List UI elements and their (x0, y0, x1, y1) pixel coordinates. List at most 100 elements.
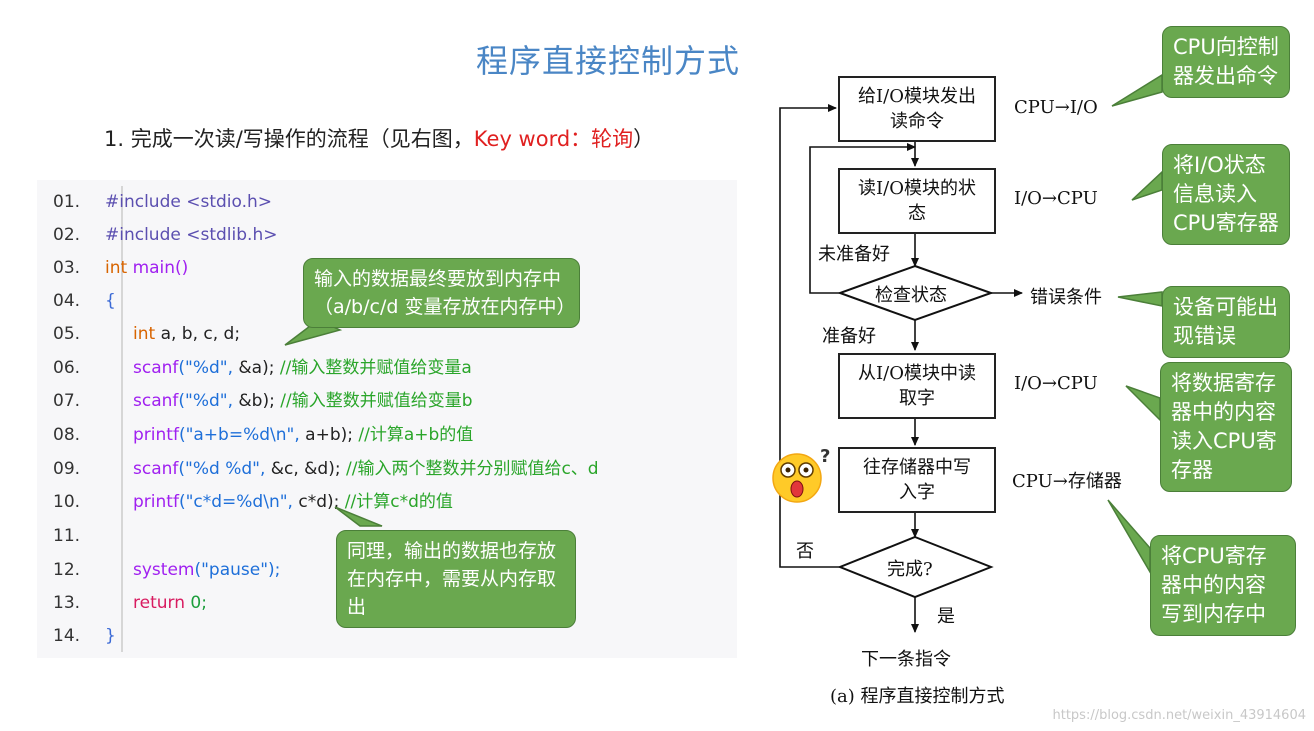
flow-box-text: 读I/O模块的状态 (858, 178, 976, 224)
code-function: scanf (133, 358, 179, 378)
code-comment: //输入整数并赋值给变量a (279, 358, 472, 378)
code-text: int a, b, c, d; (133, 318, 240, 351)
callout-input-memory: 输入的数据最终要放到内存中（a/b/c/d 变量存放在内存中） (303, 258, 580, 328)
code-plain: &a); (238, 358, 280, 378)
subtitle-keyword: Key word：轮询 (473, 127, 634, 151)
code-number: 0; (184, 593, 207, 613)
callout-data-to-cpu: 将数据寄存器中的内容读入CPU寄存器 (1160, 362, 1292, 492)
code-string: ("pause"); (194, 560, 281, 580)
line-number: 03. (53, 258, 81, 278)
code-text: #include <stdlib.h> (105, 225, 278, 245)
line-number: 08. (53, 425, 81, 445)
callout-cpu-command: CPU向控制器发出命令 (1162, 26, 1290, 98)
flow-box-write-memory: 往存储器中写入字 (838, 447, 996, 513)
code-line-6: 06. scanf("%d", &a); //输入整数并赋值给变量a (37, 352, 737, 385)
svg-text:?: ? (820, 446, 830, 467)
decision-done-label: 完成? (887, 559, 933, 580)
page-title: 程序直接控制方式 (476, 42, 741, 80)
code-gutter (121, 186, 123, 652)
code-text: #include <stdio.h> (105, 192, 273, 212)
label-cpu-to-memory: CPU→存储器 (1012, 471, 1122, 492)
code-text: printf("c*d=%d\n", c*d); //计算c*d的值 (133, 486, 453, 519)
code-line-7: 07. scanf("%d", &b); //输入整数并赋值给变量b (37, 385, 737, 418)
line-number: 10. (53, 492, 81, 512)
code-line-14: 14. } (37, 620, 737, 653)
code-text: printf("a+b=%d\n", a+b); //计算a+b的值 (133, 419, 473, 452)
code-line-2: 02. #include <stdlib.h> (37, 219, 737, 252)
line-number: 04. (53, 291, 81, 311)
line-number: 06. (53, 358, 81, 378)
code-line-9: 09. scanf("%d %d", &c, &d); //输入两个整数并分别赋… (37, 453, 737, 486)
line-number: 02. (53, 225, 81, 245)
subtitle-prefix: 1. 完成一次读/写操作的流程（见右图， (104, 127, 474, 151)
label-io-to-cpu-word: I/O→CPU (1014, 373, 1098, 394)
callout-device-error: 设备可能出现错误 (1162, 286, 1290, 358)
code-function: printf (133, 425, 179, 445)
label-ready: 准备好 (822, 326, 876, 347)
subtitle: 1. 完成一次读/写操作的流程（见右图，Key word：轮询） (104, 123, 654, 153)
label-next-instruction: 下一条指令 (861, 649, 951, 670)
code-text: int main() (105, 252, 188, 285)
code-plain: &c, &d); (270, 459, 346, 479)
code-text: scanf("%d", &a); //输入整数并赋值给变量a (133, 352, 472, 385)
surprised-emoji-icon: ? (772, 446, 830, 503)
decision-check-status (837, 264, 994, 322)
flow-box-text: 从I/O模块中读取字 (858, 363, 976, 409)
line-number: 07. (53, 391, 81, 411)
label-error-condition: 错误条件 (1030, 287, 1102, 308)
code-string: ("a+b=%d\n", (178, 425, 306, 445)
code-comment: //输入两个整数并分别赋值给c、d (346, 459, 599, 479)
code-line-5: 05. int a, b, c, d; (37, 318, 737, 351)
code-line-8: 08. printf("a+b=%d\n", a+b); //计算a+b的值 (37, 419, 737, 452)
label-cpu-to-io: CPU→I/O (1014, 97, 1098, 118)
line-number: 09. (53, 459, 81, 479)
arrow-no-loop (779, 104, 840, 568)
code-string: ("%d", (178, 391, 239, 411)
code-string: ("c*d=%d\n", (178, 492, 299, 512)
code-line-3: 03. int main() (37, 252, 737, 285)
code-text: } (105, 626, 116, 646)
decision-check-status-label: 检查状态 (875, 285, 947, 306)
pointer-device-error (1117, 291, 1163, 307)
code-keyword: int (133, 324, 156, 344)
code-plain: a, b, c, d; (155, 324, 241, 344)
label-yes: 是 (937, 606, 955, 627)
line-number: 14. (53, 626, 81, 646)
pointer-read-status (1131, 170, 1163, 201)
code-function: scanf (133, 459, 179, 479)
flow-box-text: 往存储器中写入字 (863, 457, 971, 503)
arrow-not-ready-loop (809, 143, 916, 294)
code-comment: //计算c*d的值 (344, 492, 453, 512)
code-text: system("pause"); (133, 554, 280, 587)
code-text: { (105, 291, 116, 311)
code-line-11: 11. (37, 520, 737, 553)
code-text: scanf("%d %d", &c, &d); //输入两个整数并分别赋值给c、… (133, 453, 599, 486)
line-number: 01. (53, 192, 81, 212)
label-no: 否 (796, 541, 814, 562)
pointer-output-memory (334, 506, 383, 527)
decision-done (837, 535, 994, 599)
subtitle-suffix: ） (633, 127, 655, 151)
callout-output-memory: 同理，输出的数据也存放在内存中，需要从内存取出 (336, 530, 576, 628)
pointer-cpu-command (1111, 73, 1163, 107)
code-string: ("%d", (178, 358, 239, 378)
code-function: printf (133, 492, 179, 512)
callout-cpu-to-memory: 将CPU寄存器中的内容写到内存中 (1150, 535, 1296, 636)
figure-caption: (a) 程序直接控制方式 (830, 686, 1005, 707)
line-number: 05. (53, 324, 81, 344)
code-function: system (133, 560, 195, 580)
flow-box-text: 给I/O模块发出读命令 (858, 86, 976, 132)
flow-box-read-word: 从I/O模块中读取字 (838, 353, 996, 419)
code-line-12: 12. system("pause"); (37, 554, 737, 587)
label-not-ready: 未准备好 (818, 244, 890, 265)
code-line-10: 10. printf("c*d=%d\n", c*d); //计算c*d的值 (37, 486, 737, 519)
code-string: ("%d %d", (178, 459, 271, 479)
code-function: scanf (133, 391, 179, 411)
code-comment: //计算a+b的值 (358, 425, 474, 445)
code-plain: c*d); (298, 492, 345, 512)
code-keyword: return (133, 593, 185, 613)
line-number: 12. (53, 560, 81, 580)
code-plain: a+b); (305, 425, 359, 445)
code-comment: //输入整数并赋值给变量b (280, 391, 473, 411)
